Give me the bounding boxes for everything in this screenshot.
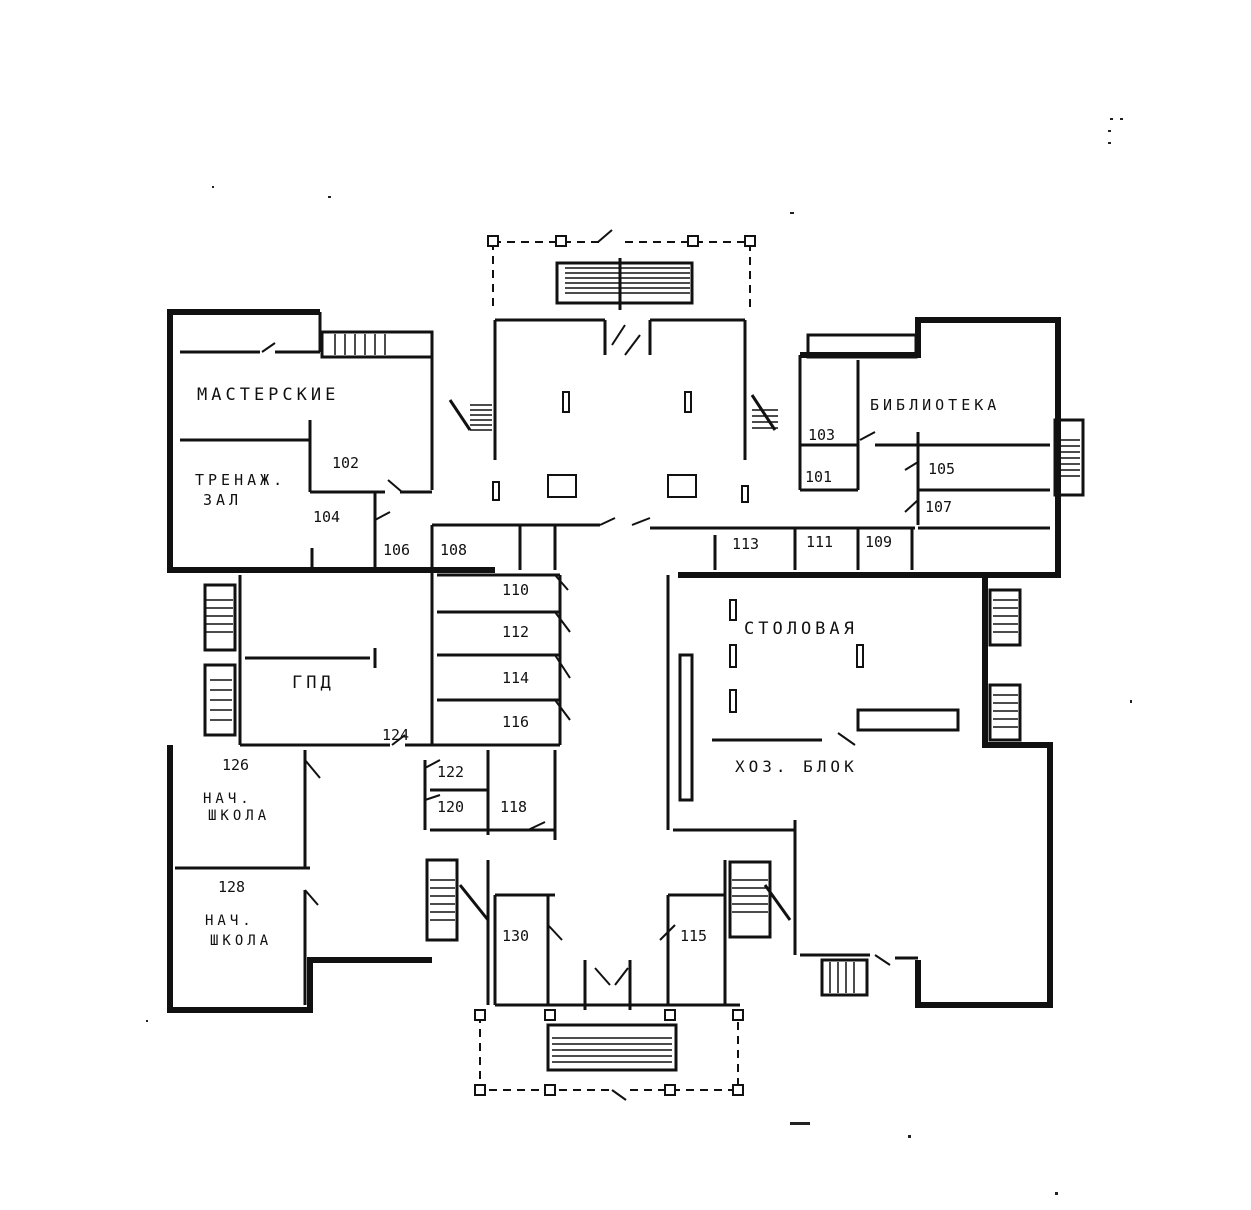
room-labels: МАСТЕРСКИЕ ТРЕНАЖ. ЗАЛ БИБЛИОТЕКА СТОЛОВ…: [195, 385, 1000, 949]
label-nach-2: НАЧ.: [205, 913, 255, 929]
label-trenazh: ТРЕНАЖ.: [195, 471, 286, 489]
label-stolovaya: СТОЛОВАЯ: [744, 619, 858, 639]
central-hall: [432, 318, 915, 570]
label-shkola-2: ШКОЛА: [210, 933, 272, 949]
label-masterskie: МАСТЕРСКИЕ: [197, 385, 339, 405]
library-block: [678, 317, 1085, 578]
label-nach-1: НАЧ.: [203, 791, 253, 807]
room-number-114: 114: [502, 669, 529, 687]
primary-school-block: [167, 745, 632, 1013]
top-porch: [487, 229, 756, 312]
label-hoz-blok: ХОЗ. БЛОК: [735, 757, 858, 776]
room-number-105: 105: [928, 460, 955, 478]
room-numbers: 101 102 103 104 105 106 107 108 109 110 …: [218, 426, 955, 945]
room-number-103: 103: [808, 426, 835, 444]
room-number-113: 113: [732, 535, 759, 553]
room-number-101: 101: [805, 468, 832, 486]
label-shkola-1: ШКОЛА: [208, 808, 270, 824]
room-number-118: 118: [500, 798, 527, 816]
room-number-116: 116: [502, 713, 529, 731]
bottom-porch: [474, 1009, 744, 1101]
room-number-106: 106: [383, 541, 410, 559]
label-biblioteka: БИБЛИОТЕКА: [870, 396, 1000, 414]
scan-specks: [146, 118, 1132, 1195]
room-number-115: 115: [680, 927, 707, 945]
room-number-122: 122: [437, 763, 464, 781]
room-number-128: 128: [218, 878, 245, 896]
room-number-120: 120: [437, 798, 464, 816]
room-number-124: 124: [382, 726, 409, 744]
label-gpd: ГПД: [292, 673, 335, 693]
workshop-block: [167, 309, 495, 573]
room-number-104: 104: [313, 508, 340, 526]
room-number-112: 112: [502, 623, 529, 641]
label-zal: ЗАЛ: [203, 491, 242, 509]
room-number-110: 110: [502, 581, 529, 599]
dining-block: [666, 575, 1053, 1008]
room-number-109: 109: [865, 533, 892, 551]
gpd-block: [203, 525, 571, 747]
room-115-block: [495, 860, 792, 1007]
room-number-108: 108: [440, 541, 467, 559]
room-number-111: 111: [806, 533, 833, 551]
room-number-130: 130: [502, 927, 529, 945]
room-number-107: 107: [925, 498, 952, 516]
room-number-102: 102: [332, 454, 359, 472]
room-number-126: 126: [222, 756, 249, 774]
